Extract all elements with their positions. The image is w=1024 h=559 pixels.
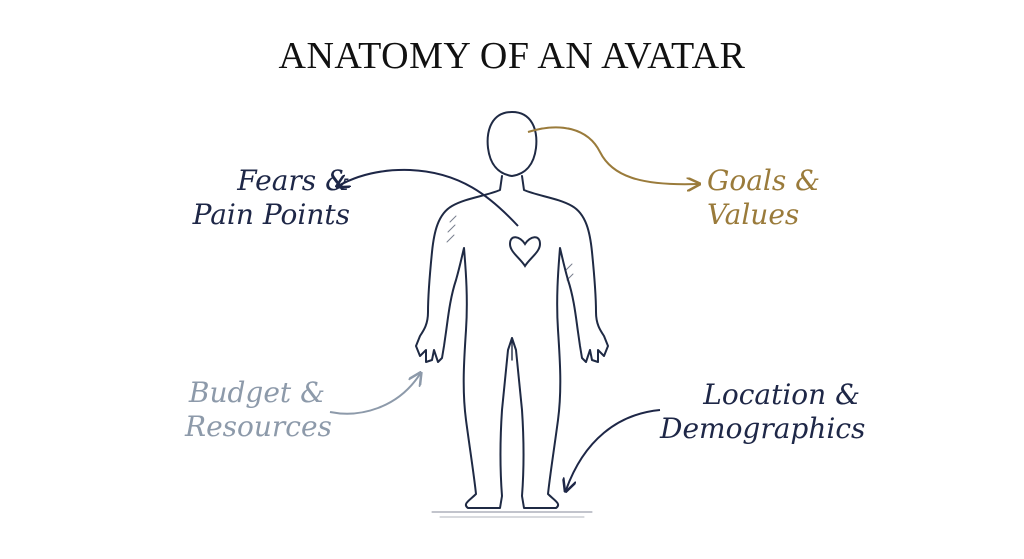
arrow-fears <box>338 168 519 227</box>
label-location-line-1: Location & <box>703 378 860 411</box>
label-location-demographics: Location & Demographics <box>660 378 866 446</box>
arrow-budget <box>329 374 420 415</box>
label-budget-line-1: Budget & <box>188 376 325 409</box>
label-fears-line-2: Pain Points <box>192 198 350 231</box>
label-location-line-2: Demographics <box>660 412 866 445</box>
human-body-outline-icon <box>415 111 609 518</box>
page-title: ANATOMY OF AN AVATAR <box>278 35 746 77</box>
label-budget-line-2: Resources <box>185 410 332 443</box>
arrow-location <box>566 409 661 490</box>
label-goals-line-1: Goals & <box>707 164 821 197</box>
label-fears-pain-points: Fears & Pain Points <box>190 164 350 232</box>
label-goals-values: Goals & Values <box>707 164 827 232</box>
heart-icon <box>508 236 542 268</box>
label-fears-line-1: Fears & <box>237 164 350 197</box>
label-goals-line-2: Values <box>707 198 800 231</box>
label-budget-resources: Budget & Resources <box>185 376 332 444</box>
arrow-goals <box>527 126 698 184</box>
